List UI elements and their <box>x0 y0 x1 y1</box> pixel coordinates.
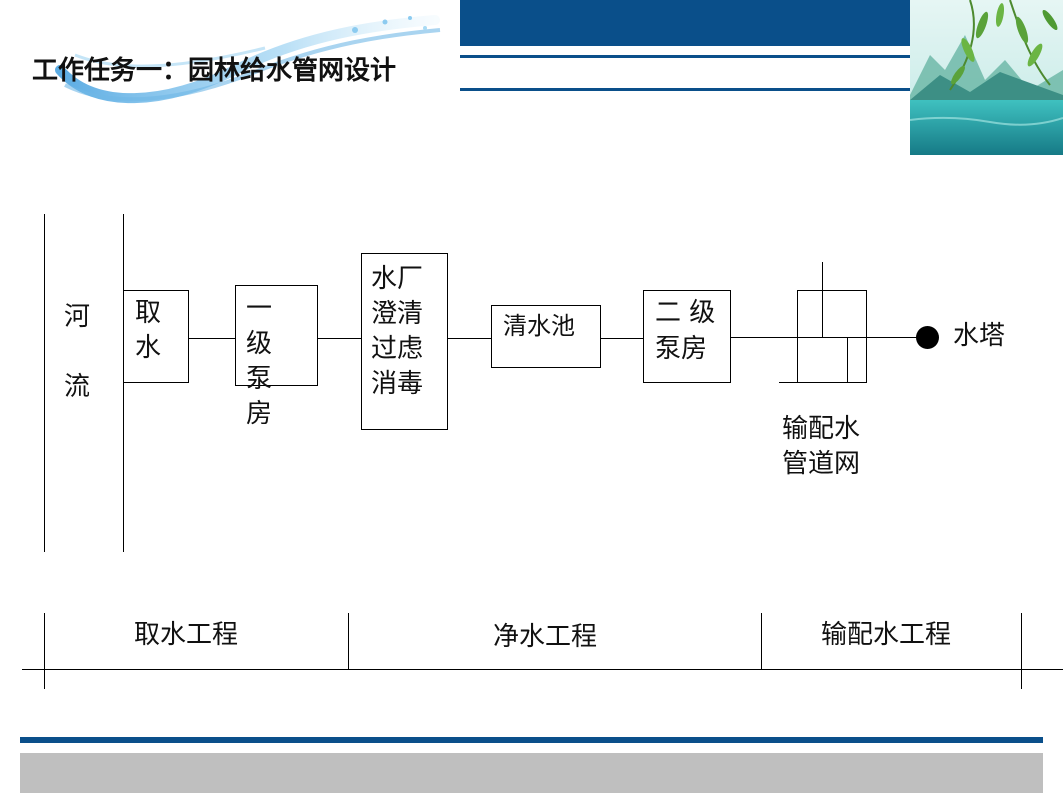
network-label-line2: 管道网 <box>782 449 861 479</box>
reservoir-box <box>491 305 601 368</box>
landscape-image <box>910 0 1063 155</box>
pipe-pump2-tower <box>731 337 918 338</box>
water-splash-decoration <box>55 15 441 104</box>
section-divider-2 <box>348 613 349 669</box>
intake-label: 取水 <box>135 298 162 363</box>
plant-label: 水厂澄清过虑消毒 <box>371 264 424 399</box>
section-divider-3 <box>761 613 762 669</box>
network-hline-bottom <box>779 382 866 383</box>
pipe-plant-reservoir <box>448 338 491 339</box>
pump1-label: 一级泵房 <box>246 294 273 429</box>
section-baseline <box>22 669 1063 670</box>
river-bank-left <box>44 214 45 552</box>
footer-bar <box>20 753 1043 793</box>
pump2-label-line1: 二 级 <box>655 298 716 328</box>
page-title: 工作任务一：园林给水管网设计 <box>32 56 397 86</box>
water-tower-dot <box>916 326 939 349</box>
section-divider-4 <box>1021 613 1022 689</box>
pipe-reservoir-pump2 <box>601 338 643 339</box>
plant-box <box>361 253 448 430</box>
footer-line <box>20 737 1043 743</box>
section-dist-label: 输配水工程 <box>821 620 952 650</box>
pump1-box <box>235 285 318 386</box>
network-label-line1: 输配水 <box>782 414 861 444</box>
river-bank-right <box>123 214 124 552</box>
network-vline-bottom <box>847 337 848 382</box>
pump2-box <box>643 290 731 383</box>
network-box <box>797 290 867 383</box>
pump2-label-line2: 泵房 <box>655 334 708 364</box>
section-intake-label: 取水工程 <box>134 620 239 650</box>
pipe-intake-pump1 <box>189 338 235 339</box>
river-label: 河流 <box>64 302 91 402</box>
header-line-top <box>460 55 1063 58</box>
header-line-bottom <box>460 88 1063 91</box>
water-tower-label: 水塔 <box>953 321 1006 351</box>
section-divider-1 <box>44 613 45 689</box>
pipe-pump1-plant <box>318 338 361 339</box>
network-vline-top <box>822 262 823 338</box>
intake-box <box>123 290 189 383</box>
reservoir-label: 清水池 <box>503 312 575 340</box>
section-purify-label: 净水工程 <box>493 622 598 652</box>
